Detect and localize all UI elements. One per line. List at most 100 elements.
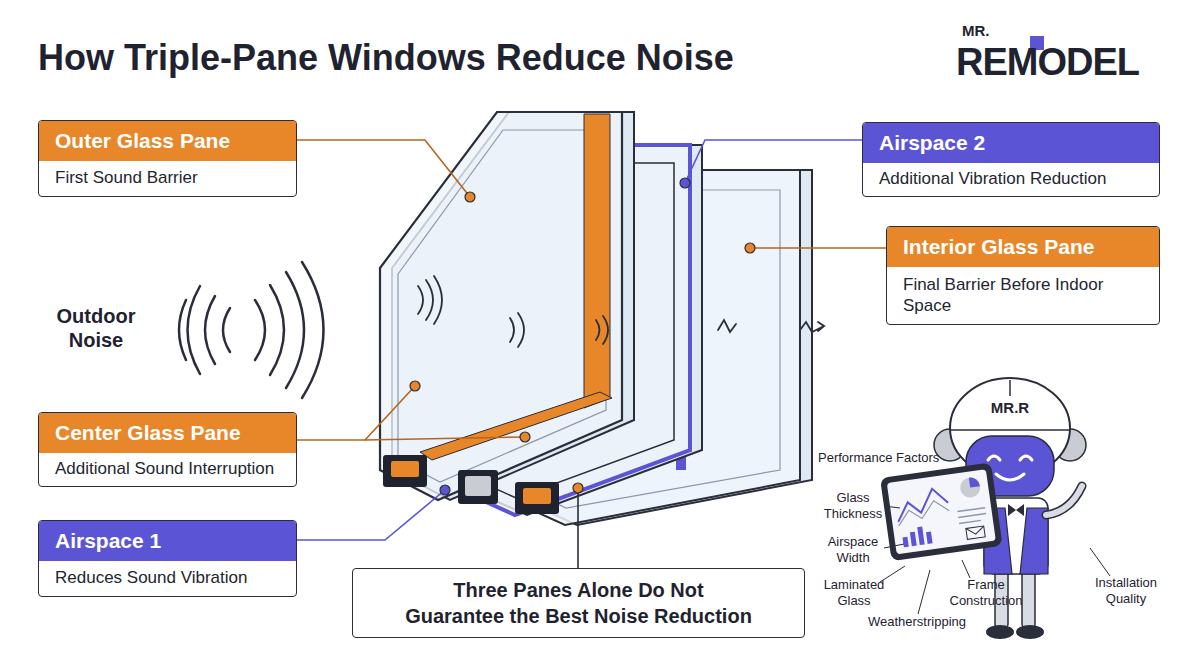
leader-line [297, 490, 445, 540]
factor-pointer [884, 544, 904, 548]
leader-lines [297, 140, 886, 568]
factor-label: Weatherstripping [852, 614, 982, 630]
robot-badge: MR.R [975, 399, 1045, 417]
spacer-strip [420, 392, 612, 460]
sound-wave [510, 318, 514, 342]
sound-wave [179, 300, 186, 360]
robot-helmet-ridge [1009, 380, 1011, 396]
inner-waves [418, 276, 824, 347]
tablet-envelope [966, 526, 985, 535]
leader-line [577, 488, 579, 568]
tablet-bar [910, 532, 917, 547]
tablet-screen [887, 469, 996, 554]
spacer-block [383, 455, 427, 487]
leader-dot [573, 483, 583, 493]
spacer-block [458, 470, 498, 504]
spacer-block-core [465, 476, 491, 496]
tablet-bezel [880, 462, 1003, 561]
sound-wave [426, 280, 433, 320]
leader-dots [410, 178, 755, 495]
robot-foot [986, 625, 1014, 639]
outer-pane [380, 112, 622, 500]
logo-text: REMODEL [956, 40, 1139, 86]
robot-helmet-brim [950, 429, 1070, 431]
tablet-text-lines [957, 508, 986, 524]
factor-pointer [918, 570, 930, 614]
callout-text: Reduces Sound Vibration [39, 561, 296, 596]
factor-pointer [1090, 548, 1110, 576]
factor-label: Frame Construction [938, 577, 1034, 608]
factor-pointer [884, 506, 900, 508]
callout-heading: Outer Glass Pane [39, 121, 296, 161]
sound-squiggle [718, 320, 736, 332]
leader-dot [465, 192, 475, 202]
sound-wave [302, 262, 324, 398]
tablet-envelope [966, 526, 985, 539]
sound-wave [418, 286, 423, 314]
leader-line [297, 386, 415, 440]
robot-foot [1016, 625, 1044, 639]
factor-pointer [962, 560, 970, 578]
tablet-bar [917, 527, 924, 546]
tablet-bar [902, 537, 908, 548]
callout-box: Interior Glass PaneFinal Barrier Before … [886, 226, 1160, 325]
callout-box: Center Glass PaneAdditional Sound Interr… [38, 412, 297, 487]
spacer-block [515, 482, 559, 514]
callout-box: Airspace 1Reduces Sound Vibration [38, 520, 297, 597]
sound-wave [518, 313, 524, 347]
factor-label: Airspace Width [818, 534, 888, 565]
callout-heading: Interior Glass Pane [887, 227, 1159, 267]
tablet-chart-line [896, 499, 950, 526]
robot-eye [1020, 456, 1032, 460]
leader-dot [440, 485, 450, 495]
tablet [880, 462, 1003, 561]
page-title: How Triple-Pane Windows Reduce Noise [38, 38, 734, 78]
factor-label: Installation Quality [1082, 575, 1170, 606]
tablet-pie-slice [969, 476, 980, 487]
sound-wave [188, 286, 201, 374]
sound-wave [434, 276, 442, 324]
note-text: Three Panes Alone Do Not Guarantee the B… [353, 573, 804, 633]
sound-wave [255, 300, 265, 360]
factor-label: Laminated Glass [814, 577, 894, 608]
leader-dot [680, 178, 690, 188]
leader-dot [410, 381, 420, 391]
tablet-chart-line [894, 487, 949, 522]
callout-text: Final Barrier Before Indoor Space [887, 267, 1159, 324]
callout-box: Outer Glass PaneFirst Sound Barrier [38, 120, 297, 197]
sound-wave [596, 320, 600, 340]
leader-line [365, 437, 525, 440]
sound-wave [205, 296, 215, 364]
callout-heading: Airspace 1 [39, 521, 296, 561]
robot-smile [996, 474, 1024, 480]
sound-wave [286, 272, 304, 388]
robot-eye [988, 456, 1000, 460]
note-box: Three Panes Alone Do Not Guarantee the B… [352, 568, 805, 638]
spacer-strip [584, 114, 610, 408]
robot-arm [1046, 486, 1082, 515]
leader-line [297, 140, 470, 197]
spacer-block-core [391, 461, 419, 477]
factor-heading: Performance Factors [818, 450, 939, 466]
tablet-pie [959, 476, 982, 499]
sound-squiggle [800, 322, 824, 332]
logo-text: MR. [962, 22, 990, 40]
tablet-bar [926, 531, 933, 544]
robot-bowtie [1008, 504, 1024, 516]
sound-wave [603, 316, 608, 344]
noise-label: Outdoor Noise [40, 304, 152, 352]
sound-wave [223, 308, 230, 352]
leader-line [685, 140, 862, 183]
factor-pointers [880, 506, 1110, 614]
callout-heading: Center Glass Pane [39, 413, 296, 453]
leader-dot [745, 243, 755, 253]
factor-label: Glass Thickness [818, 490, 888, 521]
sound-waves [179, 262, 324, 398]
callout-box: Airspace 2Additional Vibration Reduction [862, 122, 1160, 197]
callout-heading: Airspace 2 [863, 123, 1159, 163]
callout-text: Additional Vibration Reduction [863, 163, 1159, 196]
leader-dot [520, 432, 530, 442]
sound-wave [270, 285, 284, 375]
spacer-block-core [523, 488, 551, 504]
